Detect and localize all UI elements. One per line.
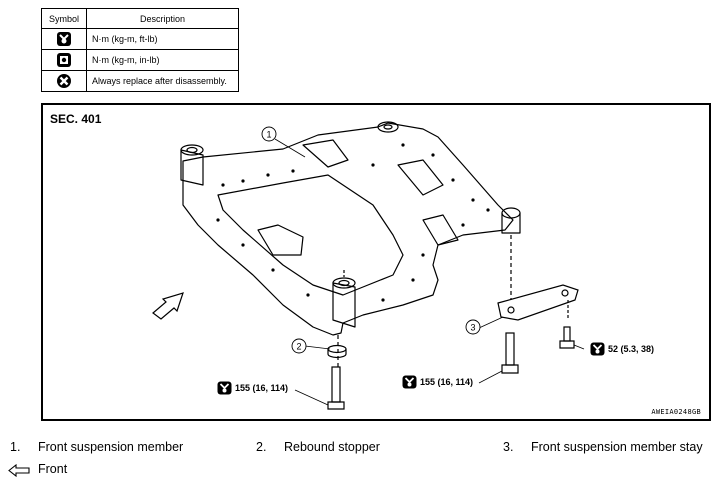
legend-description: N·m (kg-m, ft-lb) [86, 28, 239, 50]
part-number: 1. [10, 440, 21, 454]
torque-wrench-small-icon [57, 53, 71, 67]
front-direction-arrow [152, 292, 184, 320]
part-name: Front suspension member stay [531, 440, 703, 454]
replace-after-disassembly-icon [57, 74, 71, 88]
torque-value: 155 (16, 114) [235, 383, 289, 393]
legend-header-symbol: Symbol [41, 8, 87, 29]
diagram-frame: SEC. 401 [41, 103, 711, 421]
section-label: SEC. 401 [50, 112, 102, 126]
member-holes [216, 143, 490, 302]
torque-value: 52 (5.3, 38) [608, 344, 655, 354]
front-arrow-icon [8, 464, 30, 477]
torque-wrench-icon [590, 342, 605, 356]
part-number: 3. [503, 440, 514, 454]
symbol-legend-table: Symbol Description N·m (kg-m, ft-lb) N·m… [41, 8, 239, 92]
rear-left-bushing [332, 282, 356, 328]
torque-wrench-icon [402, 375, 417, 389]
callout-number: 1 [266, 130, 271, 140]
callout-1 [261, 126, 277, 142]
part-number: 2. [256, 440, 267, 454]
member-outline [182, 122, 514, 336]
front-label: Front [38, 462, 68, 476]
callout-number: 3 [470, 323, 475, 333]
bolts [327, 326, 575, 410]
member-stay-part [497, 284, 579, 321]
callout-number: 2 [296, 342, 301, 352]
callout-3 [465, 319, 481, 335]
figure-code: AWEIA0248GB [651, 408, 701, 416]
rebound-stopper-part [327, 344, 347, 359]
part-name: Front suspension member [38, 440, 184, 454]
legend-symbol-cell [41, 49, 87, 71]
member-inner-opening [217, 174, 404, 296]
legend-symbol-cell [41, 70, 87, 92]
suspension-member-illustration: 1 2 3 [152, 121, 585, 410]
legend-description: N·m (kg-m, in-lb) [86, 49, 239, 71]
torque-wrench-icon [217, 381, 232, 395]
legend-symbol-cell [41, 28, 87, 50]
legend-header-description: Description [86, 8, 239, 29]
torque-wrench-icon [57, 32, 71, 46]
part-name: Rebound stopper [284, 440, 380, 454]
callout-2 [291, 338, 307, 354]
legend-description: Always replace after disassembly. [86, 70, 239, 92]
torque-value: 155 (16, 114) [420, 377, 474, 387]
left-front-bushing [180, 149, 204, 186]
